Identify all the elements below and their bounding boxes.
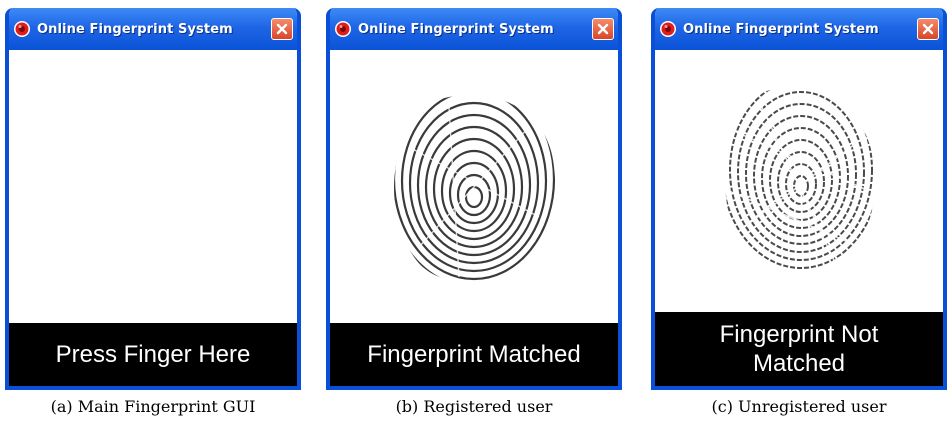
fingerprint-image-wrapper <box>655 50 943 312</box>
panel-registered-user: Online Fingerprint System <box>326 8 622 416</box>
panel-main-gui: Online Fingerprint System Press Finger H… <box>5 8 301 416</box>
panel-unregistered-user: Online Fingerprint System <box>651 8 947 416</box>
window-registered-user: Online Fingerprint System <box>326 8 622 390</box>
status-bar: Fingerprint Matched <box>330 323 618 386</box>
fingerprint-scan-area[interactable] <box>9 50 297 323</box>
window-title: Online Fingerprint System <box>37 21 233 37</box>
close-button[interactable] <box>917 18 939 40</box>
fingerprint-image <box>394 94 556 282</box>
status-bar: Fingerprint Not Matched <box>655 312 943 386</box>
status-text: Fingerprint Not Matched <box>719 321 879 377</box>
fingerprint-scan-area[interactable] <box>655 50 943 312</box>
window-unregistered-user: Online Fingerprint System <box>651 8 947 390</box>
close-button[interactable] <box>592 18 614 40</box>
status-text: Press Finger Here <box>55 341 251 368</box>
record-icon <box>660 21 676 37</box>
caption: (a) Main Fingerprint GUI <box>50 397 256 416</box>
window-main-gui: Online Fingerprint System Press Finger H… <box>5 8 301 390</box>
close-icon <box>276 23 288 35</box>
close-icon <box>922 23 934 35</box>
record-icon <box>14 21 30 37</box>
fingerprint-image <box>725 87 875 272</box>
record-icon <box>335 21 351 37</box>
caption: (b) Registered user <box>395 397 553 416</box>
caption: (c) Unregistered user <box>711 397 887 416</box>
close-button[interactable] <box>271 18 293 40</box>
title-bar[interactable]: Online Fingerprint System <box>9 8 297 50</box>
title-bar[interactable]: Online Fingerprint System <box>655 8 943 50</box>
fingerprint-scan-area[interactable] <box>330 50 618 323</box>
title-bar[interactable]: Online Fingerprint System <box>330 8 618 50</box>
fingerprint-image-wrapper <box>330 50 618 323</box>
window-title: Online Fingerprint System <box>683 21 879 37</box>
close-icon <box>597 23 609 35</box>
status-bar: Press Finger Here <box>9 323 297 386</box>
window-title: Online Fingerprint System <box>358 21 554 37</box>
status-text: Fingerprint Matched <box>367 341 581 368</box>
